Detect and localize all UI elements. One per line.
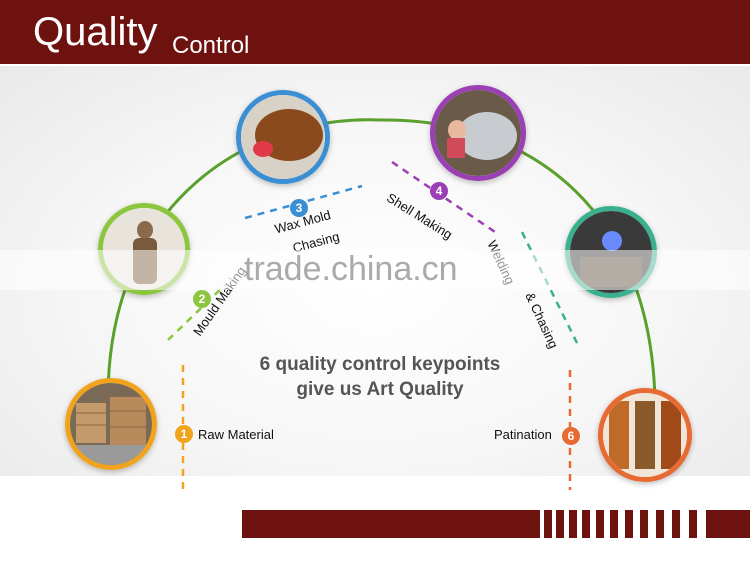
step-4-number: 4 [430, 182, 448, 200]
step-2-number: 2 [193, 290, 211, 308]
step-4-photo [430, 85, 526, 181]
step-1-label: Raw Material [198, 427, 274, 442]
header-bar: Quality Control [0, 0, 750, 64]
step-1-number: 1 [175, 425, 193, 443]
watermark-text: trade.china.cn [244, 250, 458, 288]
step-6-label: Patination [494, 427, 552, 442]
step-3-photo [236, 90, 330, 184]
step-6-photo [598, 388, 692, 482]
center-caption: 6 quality control keypoints give us Art … [230, 352, 530, 402]
step-1-photo [65, 378, 157, 470]
connector-2 [167, 284, 226, 341]
watermark-band: trade.china.cn [0, 250, 750, 290]
connector-5 [520, 231, 580, 346]
footer-stripes [530, 510, 750, 538]
page-title: Quality [33, 10, 158, 54]
step-3-number: 3 [290, 199, 308, 217]
step-6-number: 6 [562, 427, 580, 445]
center-line-2: give us Art Quality [296, 379, 464, 400]
page-subtitle: Control [172, 32, 250, 59]
center-line-1: 6 quality control keypoints [259, 354, 501, 375]
